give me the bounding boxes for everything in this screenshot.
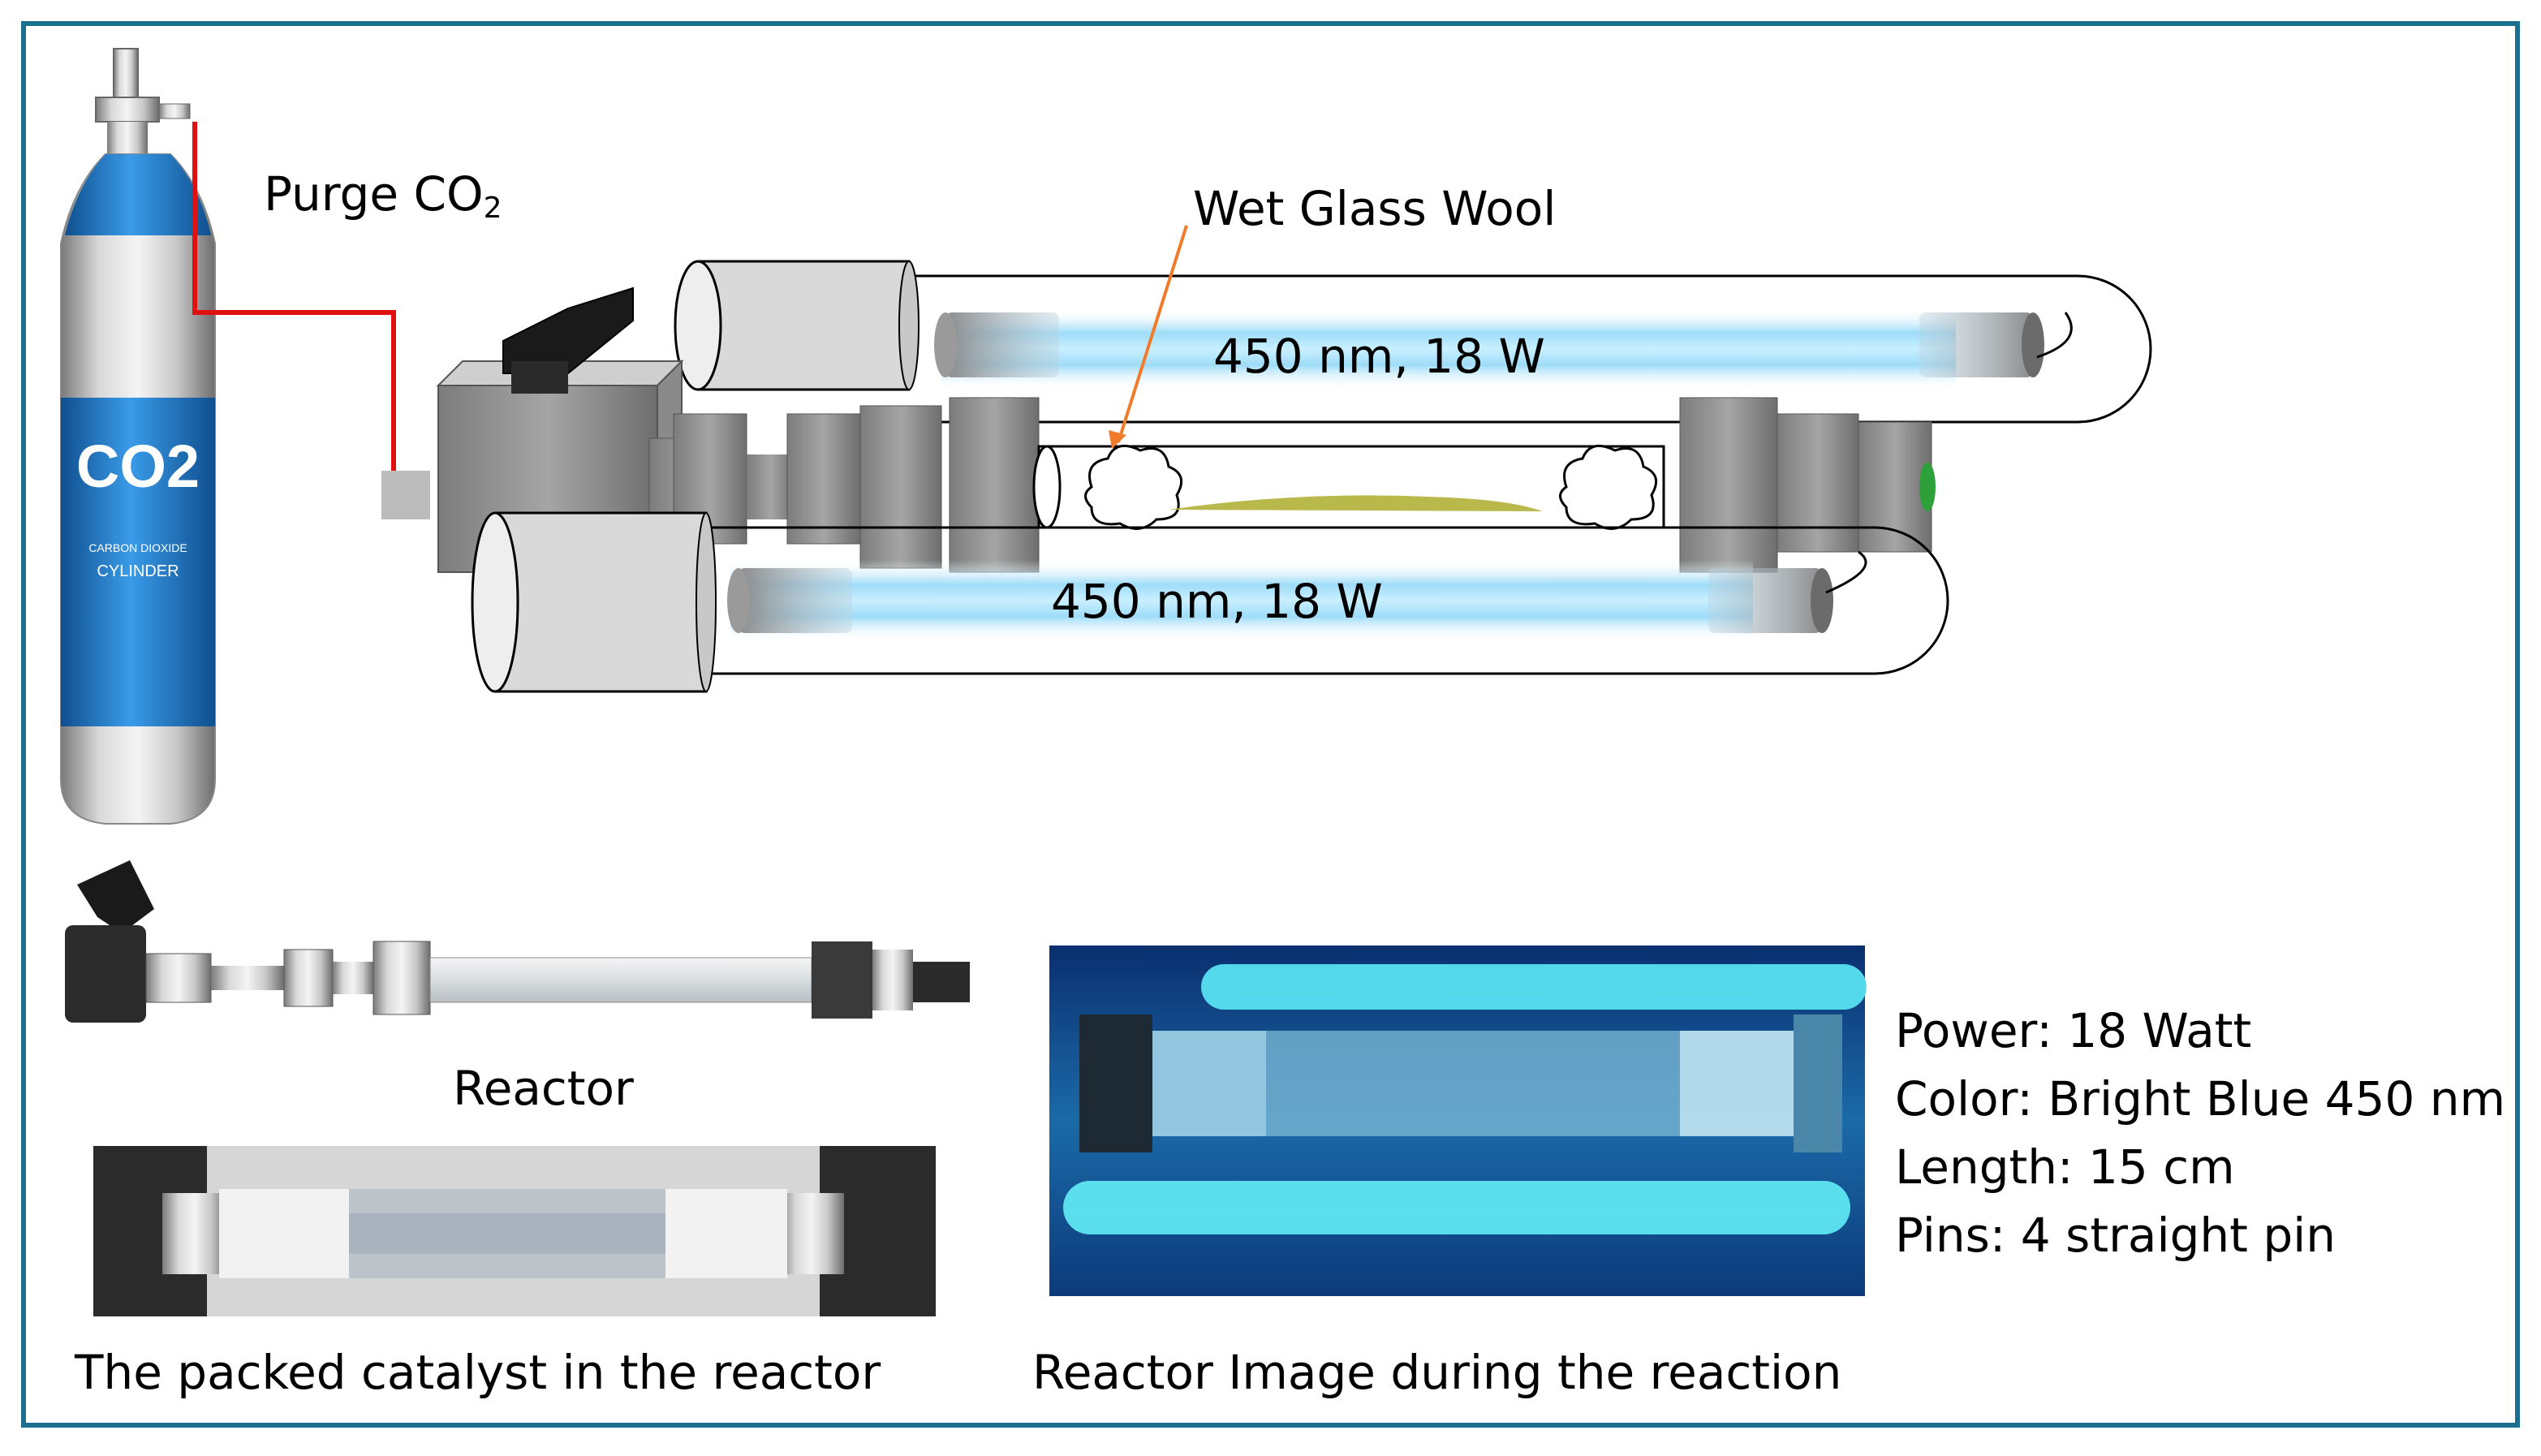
spec-length: Length: 15 cm (1895, 1139, 2235, 1195)
bottom-housing-cylinder (471, 511, 717, 693)
top-lamp-cap-left (945, 312, 1059, 377)
glass-wool-plug-left (1084, 444, 1183, 530)
reactor-photo (65, 860, 970, 1023)
cylinder-small-label: CARBON DIOXIDE (88, 541, 187, 554)
cylinder-word-label: CYLINDER (97, 562, 179, 580)
purge-co2-label: Purge CO2 (264, 170, 502, 223)
wet-glass-wool-arrow (1117, 225, 1188, 443)
reactor-fittings-left (648, 397, 1040, 573)
bottom-lamp-glass (698, 526, 1949, 675)
lamp-specs: Power: 18 Watt Color: Bright Blue 450 nm… (1895, 997, 2505, 1269)
reactor-label: Reactor (453, 1061, 634, 1116)
wet-glass-wool-label: Wet Glass Wool (1193, 181, 1557, 236)
top-lamp-glow (941, 308, 1956, 390)
bottom-lamp-glow (730, 560, 1753, 641)
bottom-lamp-label: 450 nm, 18 W (1051, 574, 1383, 629)
bottom-lamp-cap-right (1708, 568, 1822, 633)
bottom-lamp-cap-left (739, 568, 852, 633)
top-lamp-cap-right (1919, 312, 2033, 377)
purge-line (192, 122, 396, 491)
spec-power: Power: 18 Watt (1895, 1003, 2252, 1058)
purge-prefix: Purge CO (264, 166, 484, 222)
top-lamp-glass (901, 274, 2152, 424)
glass-wool-plug-right (1559, 444, 1658, 530)
packed-catalyst-photo (93, 1146, 936, 1316)
spec-pins: Pins: 4 straight pin (1895, 1208, 2336, 1263)
reaction-image-caption: Reactor Image during the reaction (1032, 1345, 1842, 1400)
top-lamp-label: 450 nm, 18 W (1213, 329, 1545, 384)
catalyst-bed (1169, 495, 1542, 511)
reactor-fittings-right (1679, 397, 1936, 573)
purge-subscript: 2 (483, 191, 502, 225)
spec-color: Color: Bright Blue 450 nm (1895, 1071, 2506, 1126)
co2-cylinder: CO2 CARBON DIOXIDE CYLINDER (60, 48, 216, 825)
reaction-photo (1049, 946, 1867, 1296)
packed-catalyst-caption: The packed catalyst in the reactor (75, 1345, 881, 1400)
cylinder-co2-label: CO2 (76, 433, 200, 500)
top-housing-cylinder (674, 260, 919, 391)
